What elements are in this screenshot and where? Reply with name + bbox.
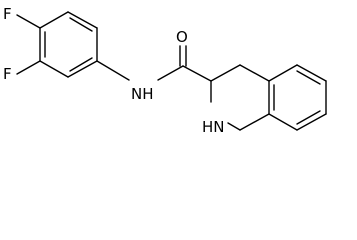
atom-label-carbonyl-o: O	[176, 28, 188, 46]
bond-phenyl-4	[39, 60, 69, 78]
bond-c4-c4a	[239, 64, 270, 82]
bond-c8a-c1	[239, 113, 270, 131]
bond-aryl-n	[96, 60, 130, 81]
difluorophenyl-ring	[39, 11, 98, 78]
atom-label-amide-nh: NH	[131, 85, 154, 103]
bond-benzo-1	[268, 64, 298, 82]
molecule-structure-diagram: F F NH O HN	[3, 5, 327, 136]
bond-benzo-double-2	[296, 110, 321, 125]
atom-label-ring-nh: HN	[202, 118, 225, 136]
bond-phenyl-6	[39, 11, 69, 29]
bond-benzo-5	[268, 113, 298, 131]
atom-label-f-top: F	[3, 5, 12, 23]
bond-benzo-4	[296, 113, 327, 131]
bond-phenyl-double-2	[69, 57, 93, 72]
bond-benzo-2	[296, 64, 327, 82]
bond-phenyl-double-1	[69, 17, 93, 32]
bond-c-f-left	[16, 60, 41, 75]
bond-carbonyl-c3	[182, 65, 212, 82]
benzo-ring	[268, 64, 327, 131]
bond-benzo-double-1	[296, 70, 321, 85]
saturated-ring	[210, 64, 270, 131]
bond-c3-c4	[210, 64, 241, 82]
bond-phenyl-3	[67, 60, 98, 78]
atom-label-f-left: F	[3, 65, 12, 83]
bond-c-f-top	[16, 14, 41, 29]
bond-phenyl-1	[67, 11, 98, 29]
bond-n-carbonyl	[157, 65, 184, 81]
bond-c1-n2	[227, 122, 241, 131]
